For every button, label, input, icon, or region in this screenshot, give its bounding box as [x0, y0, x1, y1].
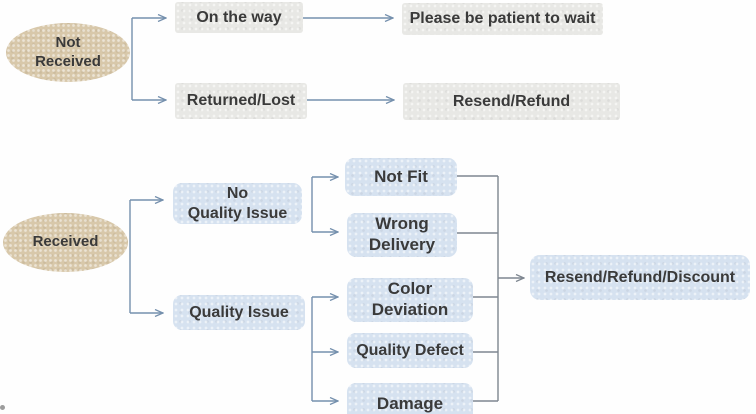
node-resend-refund-label: Resend/Refund [452, 92, 571, 110]
node-quality-defect-label: Quality Defect [356, 341, 464, 359]
node-color-deviation-label: Color Deviation [371, 279, 449, 319]
node-no-quality-issue: No Quality Issue [173, 183, 302, 224]
node-received-label: Received [32, 233, 99, 251]
node-returned-lost: Returned/Lost [175, 83, 307, 119]
node-returned-lost-label: Returned/Lost [186, 92, 296, 110]
node-quality-issue: Quality Issue [173, 295, 305, 330]
node-resend-refund: Resend/Refund [403, 83, 620, 120]
node-not-fit-label: Not Fit [374, 166, 428, 186]
node-please-wait-label: Please be patient to wait [409, 10, 596, 28]
node-not-received: Not Received [6, 23, 130, 82]
node-quality-defect: Quality Defect [347, 333, 473, 368]
node-on-the-way-label: On the way [196, 8, 282, 26]
node-quality-issue-label: Quality Issue [189, 303, 289, 321]
node-not-received-label: Not Received [35, 34, 101, 70]
node-not-fit: Not Fit [345, 158, 457, 196]
node-damage-label: Damage [376, 393, 444, 413]
node-resend-refund-discount-label: Resend/Refund/Discount [544, 268, 736, 286]
node-please-wait: Please be patient to wait [402, 3, 603, 35]
node-wrong-delivery: Wrong Delivery [347, 213, 457, 257]
node-received: Received [3, 213, 128, 272]
node-wrong-delivery-label: Wrong Delivery [368, 214, 436, 254]
node-no-quality-issue-label: No Quality Issue [187, 184, 288, 222]
node-on-the-way: On the way [175, 2, 303, 33]
image-artifact-speck [0, 405, 5, 410]
node-color-deviation: Color Deviation [347, 278, 473, 322]
node-damage: Damage [347, 383, 473, 414]
node-resend-refund-discount: Resend/Refund/Discount [530, 255, 750, 300]
